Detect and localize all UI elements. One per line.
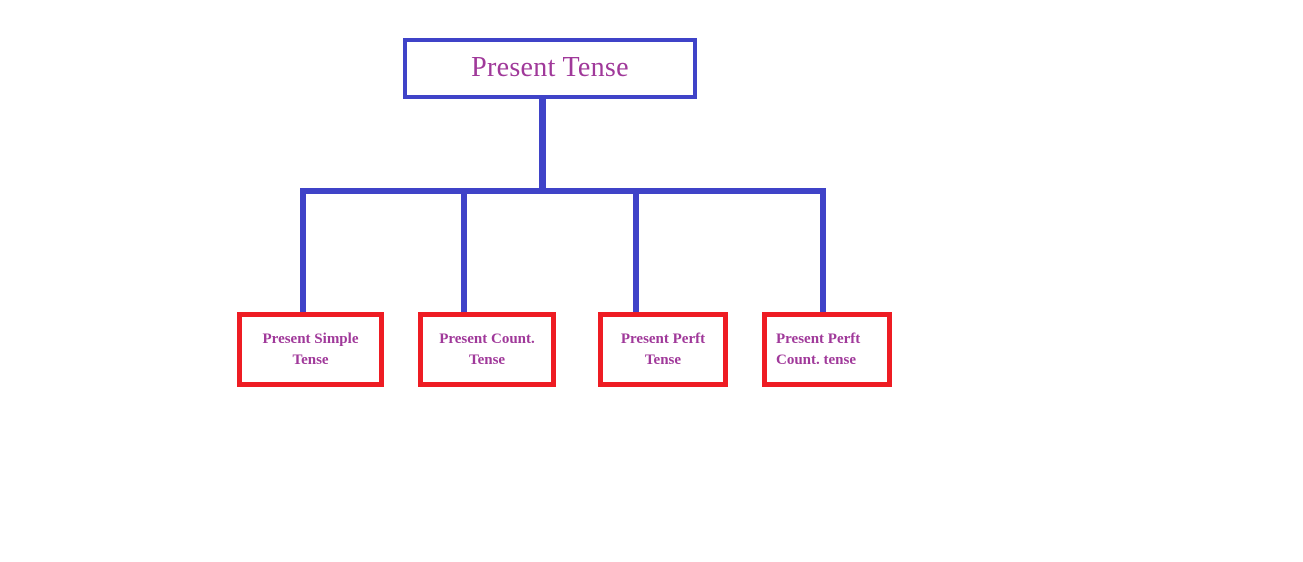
child-node-present-simple-tense[interactable]: Present Simple Tense: [237, 312, 384, 387]
connector-drop-4: [820, 190, 826, 314]
child-node-label-line2: Tense: [292, 351, 329, 368]
child-node-label-line1: Present Count.: [439, 331, 535, 348]
root-node-label: Present Tense: [471, 52, 629, 84]
child-node-label-line2: Count. tense: [776, 351, 857, 368]
connector-drop-3: [633, 190, 639, 321]
child-node-present-perft-tense[interactable]: Present Perft Tense: [598, 312, 728, 387]
connector-root-stem: [539, 99, 546, 191]
connector-drop-2: [461, 190, 467, 321]
child-node-label-line1: Present Perft: [776, 331, 861, 348]
child-node-label: Present Count. Tense: [433, 329, 541, 370]
child-node-label: Present Perft Tense: [615, 329, 711, 370]
root-node-present-tense[interactable]: Present Tense: [403, 38, 697, 99]
child-node-present-perft-count-tense[interactable]: Present Perft Count. tense: [762, 312, 892, 387]
child-node-label-line2: Tense: [468, 351, 506, 368]
child-node-present-count-tense[interactable]: Present Count. Tense: [418, 312, 556, 387]
connector-horizontal-bus: [300, 188, 826, 194]
child-node-label: Present Perft Count. tense: [767, 329, 866, 370]
child-node-label: Present Simple Tense: [257, 329, 365, 370]
connector-drop-1: [300, 190, 306, 314]
child-node-label-line2: Tense: [644, 351, 682, 368]
child-node-label-line1: Present Perft: [620, 331, 706, 348]
child-node-label-line1: Present Simple: [262, 331, 359, 348]
